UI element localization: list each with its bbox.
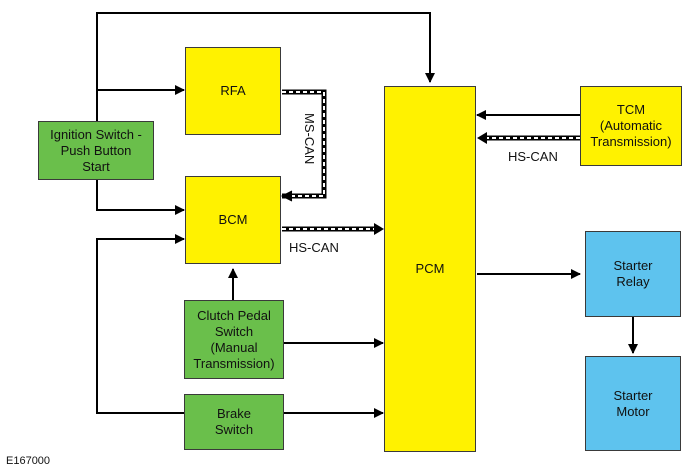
tcm-module: TCM (Automatic Transmission) (580, 86, 682, 166)
hs-can-bcm-arrowhead (374, 223, 384, 235)
rfa-module: RFA (185, 47, 281, 135)
starter-relay-box: Starter Relay (585, 231, 681, 317)
figure-id: E167000 (6, 455, 51, 467)
hs-can-label-tcm: HS-CAN (508, 149, 558, 164)
ms-can-label: MS-CAN (302, 113, 317, 165)
ms-can-arrowhead (280, 190, 293, 202)
ms-can-line-dash (282, 91, 325, 197)
wire-ignition-to-pcm (96, 12, 435, 123)
pcm-module: PCM (384, 86, 476, 452)
ignition-switch-box: Ignition Switch - Push Button Start (38, 121, 154, 180)
hs-can-tcm-arrowhead (477, 132, 487, 144)
bcm-module: BCM (185, 176, 281, 264)
wire-ignition-to-bcm (96, 180, 185, 215)
hs-can-label-bcm: HS-CAN (289, 240, 339, 255)
clutch-pedal-switch-box: Clutch Pedal Switch (Manual Transmission… (184, 300, 284, 379)
brake-switch-box: Brake Switch (184, 394, 284, 450)
wire-brake-to-bcm (96, 234, 185, 414)
starter-motor-box: Starter Motor (585, 356, 681, 451)
